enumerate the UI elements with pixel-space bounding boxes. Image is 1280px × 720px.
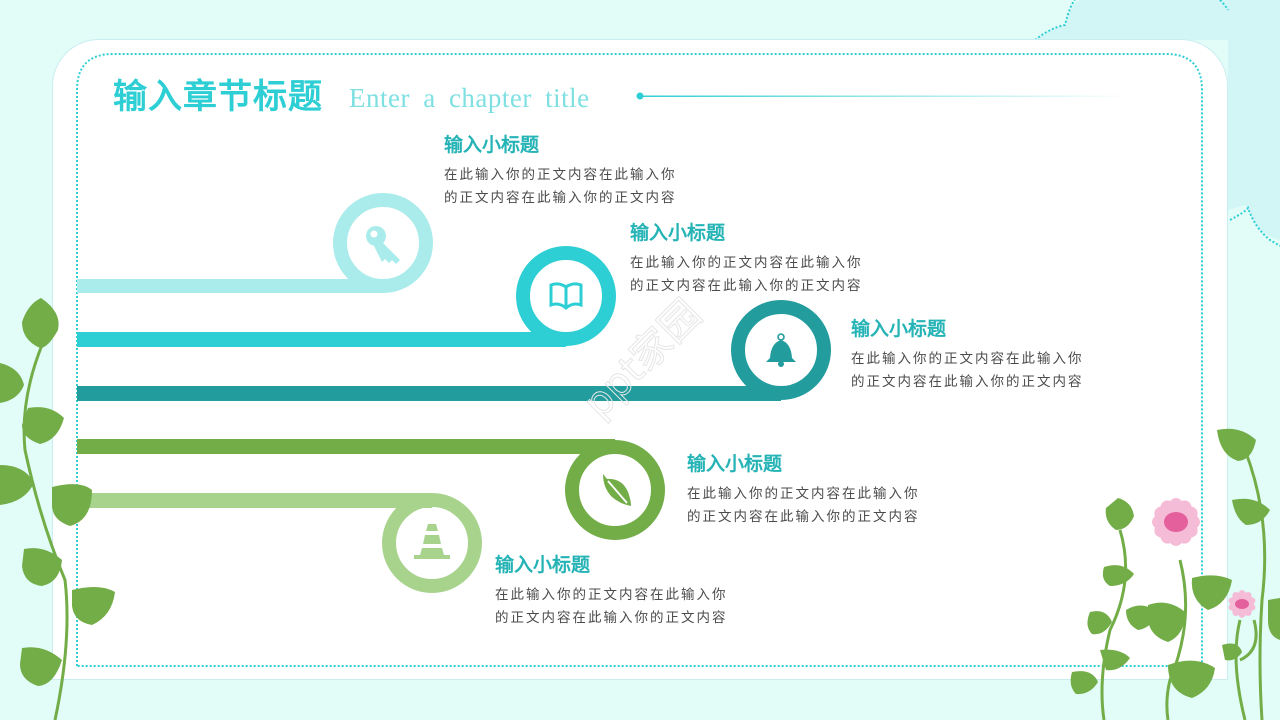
track-3 — [77, 300, 831, 401]
key-icon — [366, 226, 400, 264]
item-heading: 输入小标题 — [444, 134, 540, 156]
item-body: 在此输入你的正文内容在此输入你的正文内容在此输入你的正文内容 — [630, 255, 863, 294]
item-heading: 输入小标题 — [687, 453, 783, 475]
flower-large — [1152, 498, 1200, 546]
item-2: 输入小标题 在此输入你的正文内容在此输入你的正文内容在此输入你的正文内容 — [630, 220, 870, 298]
leaf-icon — [603, 474, 631, 506]
item-3: 输入小标题 在此输入你的正文内容在此输入你的正文内容在此输入你的正文内容 — [851, 316, 1091, 394]
book-icon — [549, 282, 583, 310]
cloud-decoration — [1034, 0, 1280, 247]
track-5 — [77, 493, 482, 593]
item-1: 输入小标题 在此输入你的正文内容在此输入你的正文内容在此输入你的正文内容 — [444, 132, 684, 210]
item-5: 输入小标题 在此输入你的正文内容在此输入你的正文内容在此输入你的正文内容 — [495, 552, 735, 630]
bell-icon — [766, 333, 796, 367]
item-heading: 输入小标题 — [495, 554, 591, 576]
item-heading: 输入小标题 — [851, 318, 947, 340]
track-1 — [77, 193, 433, 293]
item-body: 在此输入你的正文内容在此输入你的正文内容在此输入你的正文内容 — [851, 351, 1084, 390]
content-card — [53, 40, 1227, 679]
left-vine — [0, 298, 115, 720]
page-subtitle: Enter a chapter title — [349, 83, 590, 113]
item-heading: 输入小标题 — [630, 222, 726, 244]
right-vines — [1070, 428, 1280, 720]
track-2 — [77, 246, 616, 347]
dotted-border — [76, 53, 1203, 667]
header-line — [640, 95, 1130, 97]
track-4 — [77, 439, 665, 540]
traffic-cone-icon — [414, 524, 450, 559]
item-body: 在此输入你的正文内容在此输入你的正文内容在此输入你的正文内容 — [687, 486, 920, 525]
flower-small — [1228, 590, 1256, 618]
item-body: 在此输入你的正文内容在此输入你的正文内容在此输入你的正文内容 — [444, 167, 677, 206]
item-4: 输入小标题 在此输入你的正文内容在此输入你的正文内容在此输入你的正文内容 — [687, 451, 927, 529]
item-body: 在此输入你的正文内容在此输入你的正文内容在此输入你的正文内容 — [495, 587, 728, 626]
page-title: 输入章节标题 — [113, 77, 323, 117]
